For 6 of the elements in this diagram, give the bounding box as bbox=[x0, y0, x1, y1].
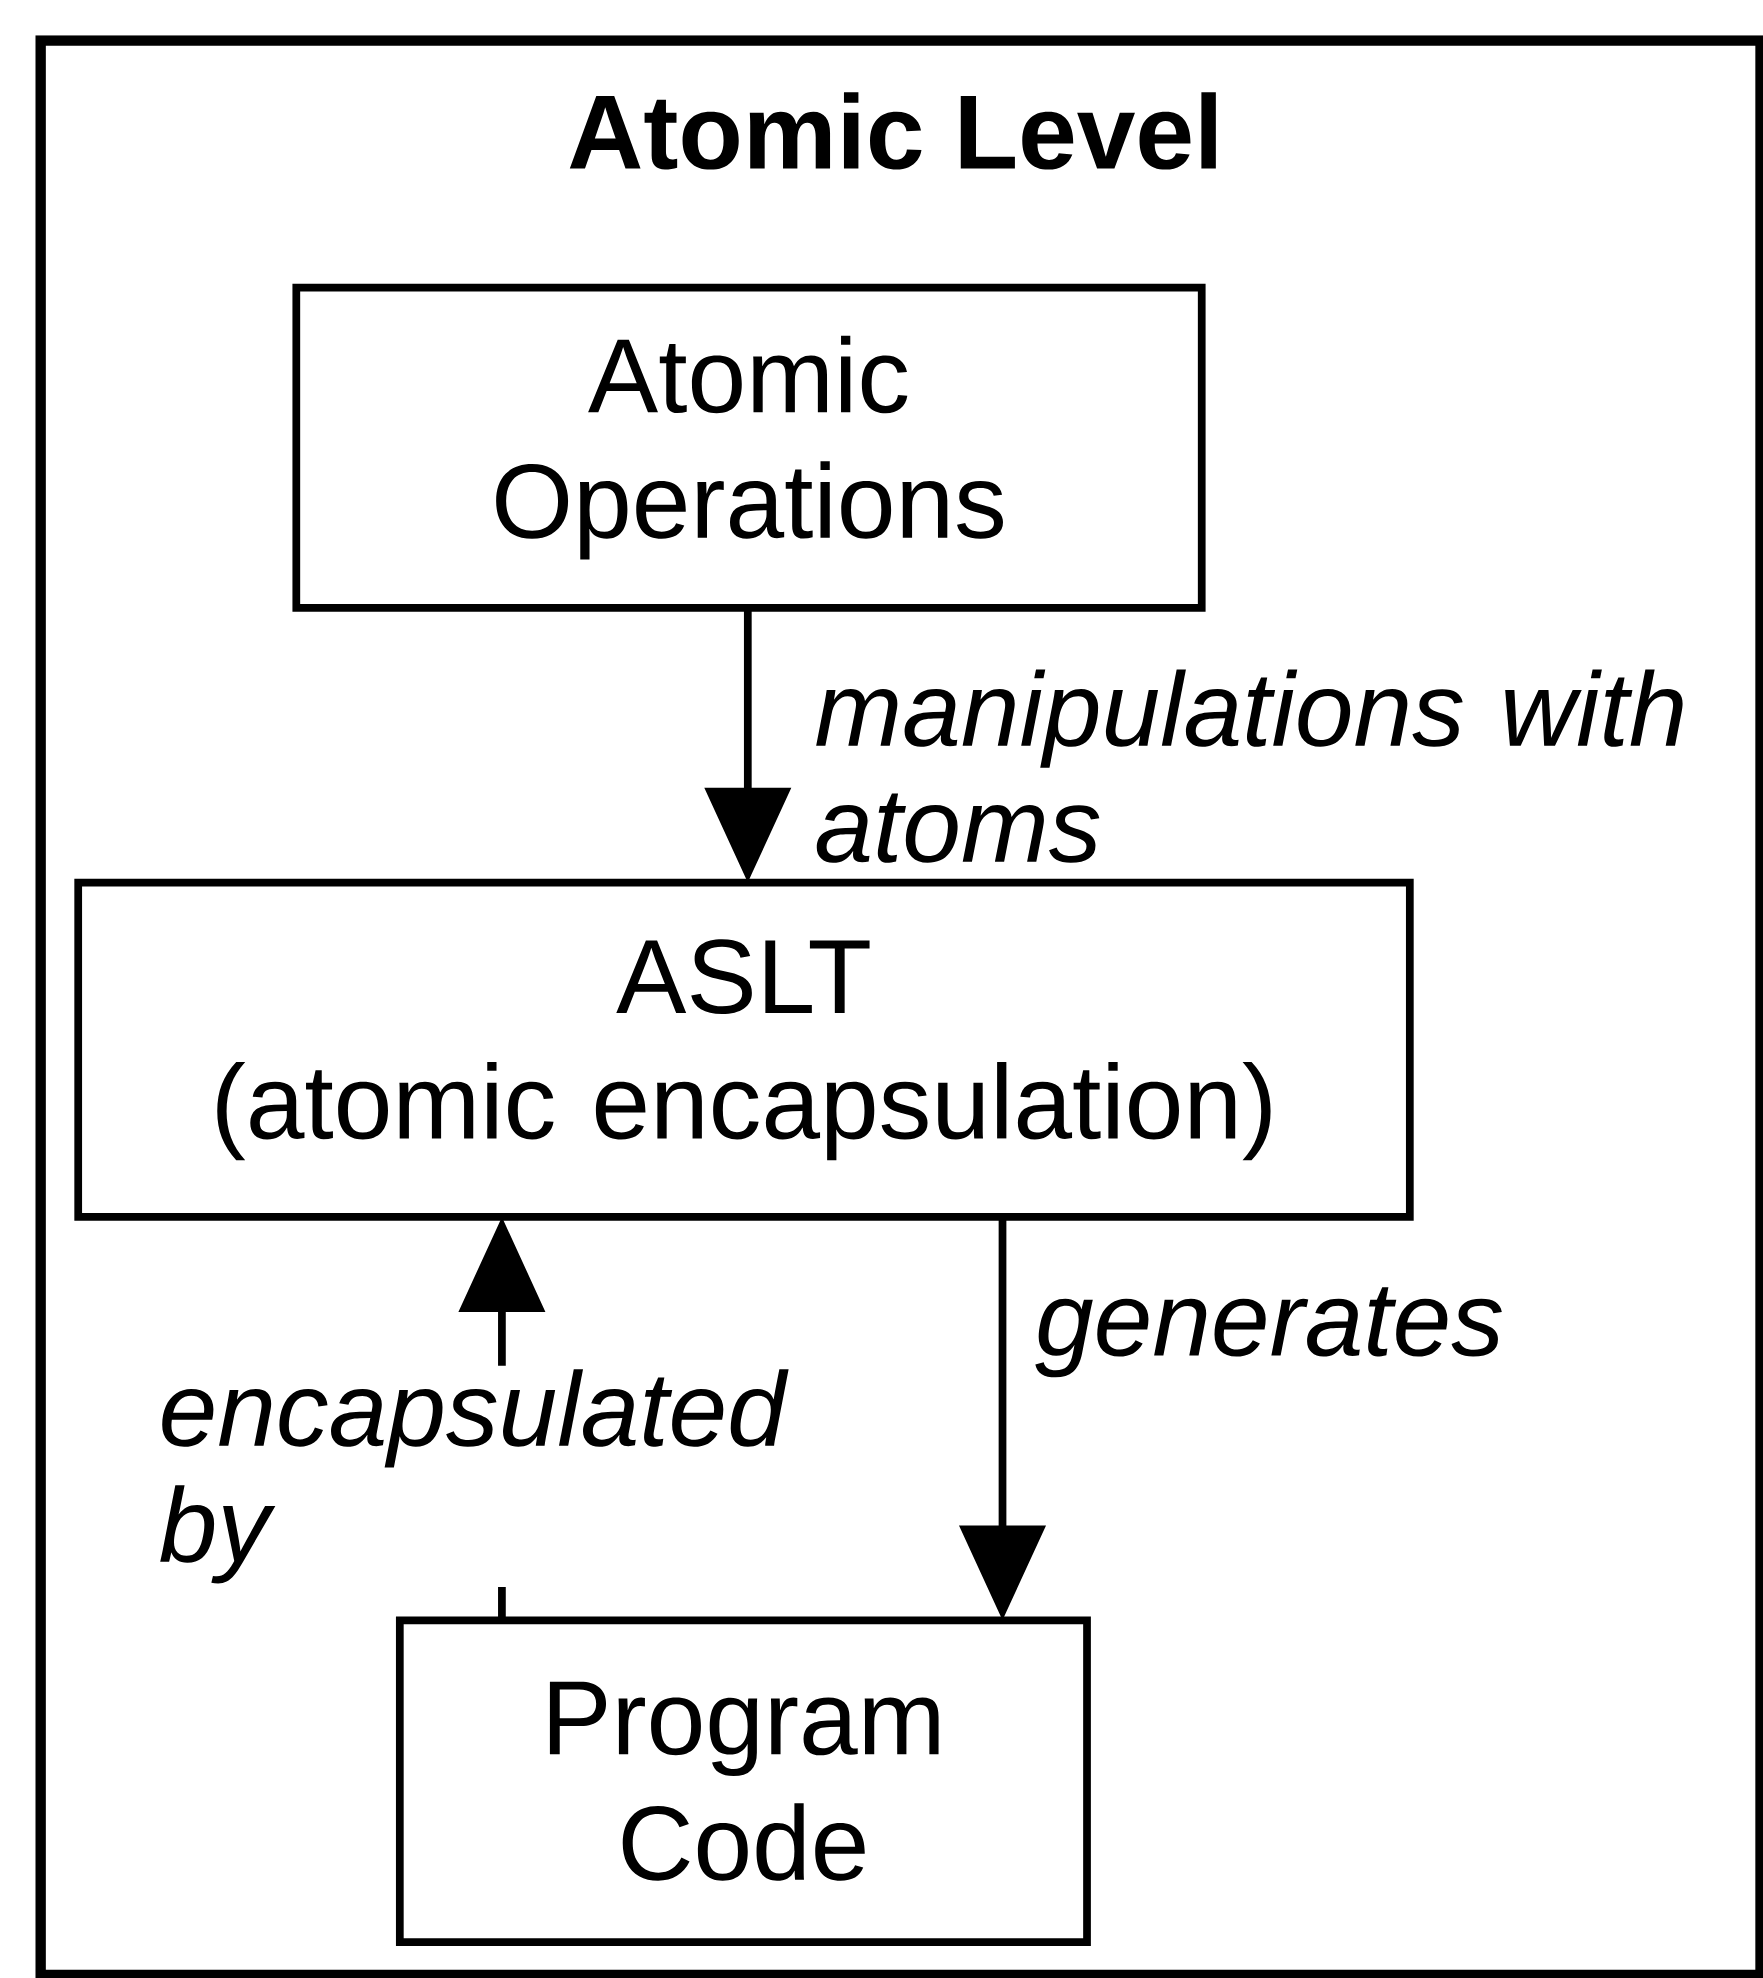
edge-label: encapsulated by bbox=[155, 1365, 818, 1588]
process-box: ASLT (atomic encapsulation) bbox=[74, 878, 1414, 1221]
edge-label: generates bbox=[1035, 1287, 1502, 1378]
edge-label: manipulations with atoms bbox=[816, 669, 1683, 863]
process-box: Program Code bbox=[395, 1616, 1091, 1946]
process-box: Atomic Operations bbox=[292, 283, 1206, 612]
